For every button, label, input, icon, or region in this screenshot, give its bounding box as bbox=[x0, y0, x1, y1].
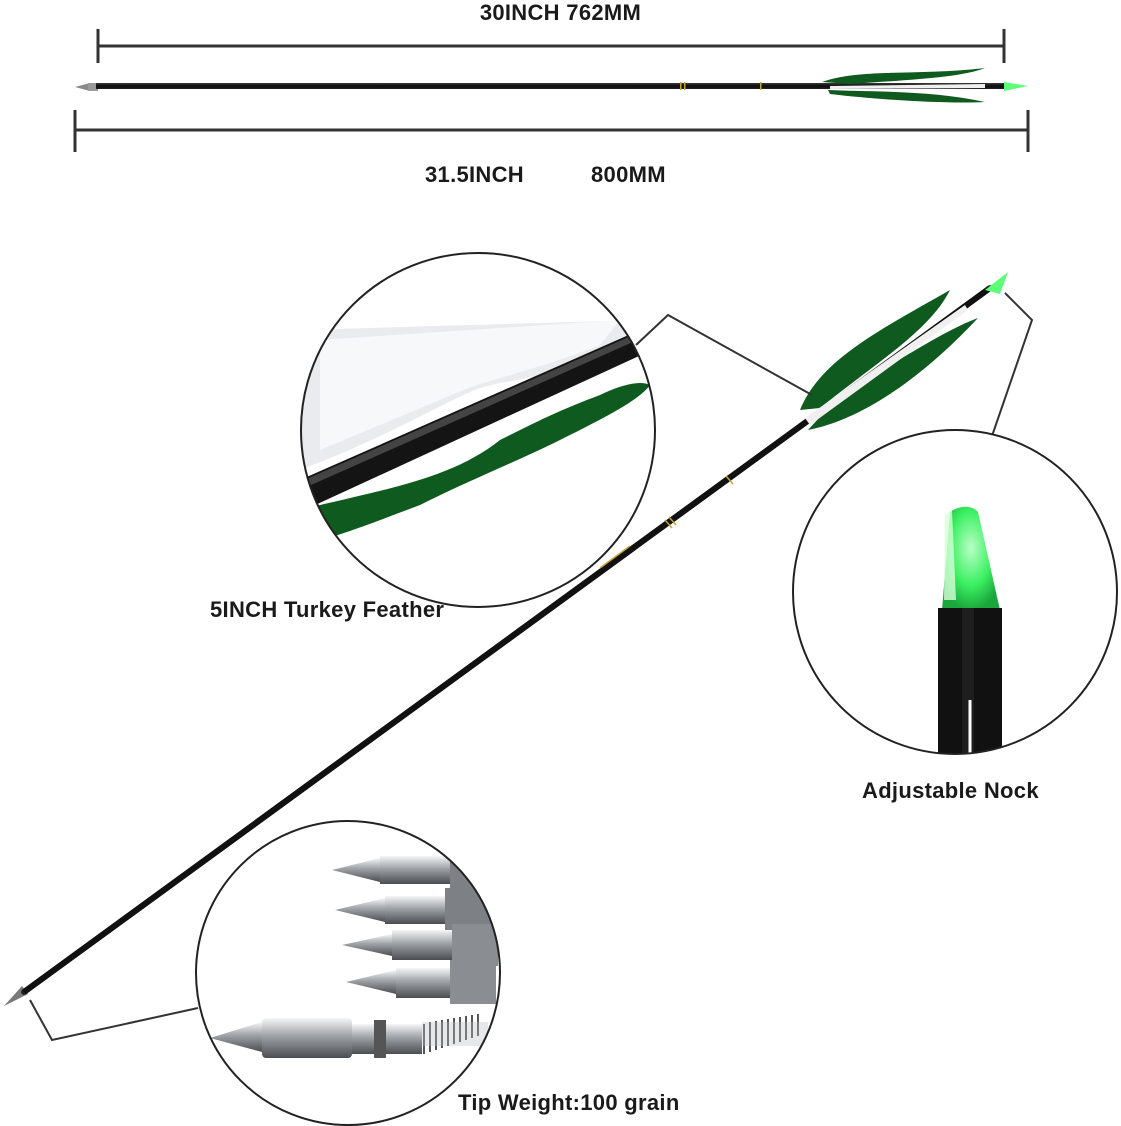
tip-closeup bbox=[195, 820, 501, 1126]
dimension-line-overall bbox=[73, 110, 1030, 152]
arrow-horizontal bbox=[75, 68, 1028, 103]
dimension-line-inner bbox=[96, 29, 1006, 63]
arrow-diagonal bbox=[4, 272, 1008, 1006]
feather-closeup bbox=[300, 252, 656, 608]
nock-closeup bbox=[792, 429, 1118, 755]
tip-callout-label: Tip Weight:100 grain bbox=[458, 1090, 680, 1115]
inner-length-label: 30INCH 762MM bbox=[479, 0, 642, 25]
callout-line-tip bbox=[29, 999, 199, 1042]
overall-length-mm-label: 800MM bbox=[591, 162, 666, 187]
callout-line-feather bbox=[635, 313, 813, 396]
overall-length-inch-label: 31.5INCH bbox=[425, 162, 524, 187]
callout-line-nock bbox=[991, 292, 1034, 437]
nock-callout-label: Adjustable Nock bbox=[862, 778, 1039, 803]
feather-callout-label: 5INCH Turkey Feather bbox=[210, 597, 445, 622]
